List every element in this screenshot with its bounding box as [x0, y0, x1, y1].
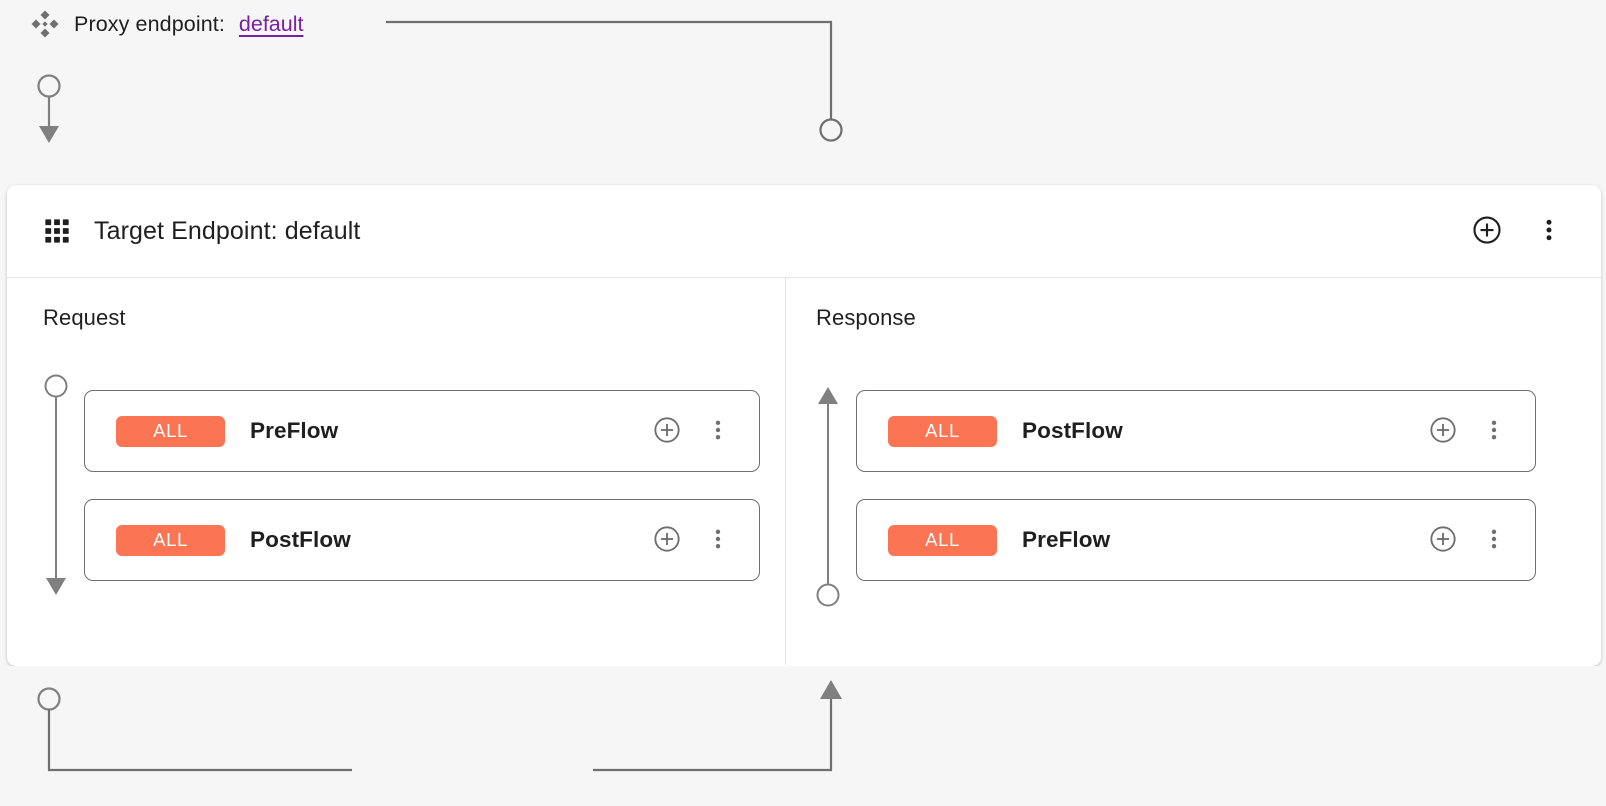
flow-card-actions: [1428, 416, 1519, 446]
plus-circle-icon: [653, 525, 681, 556]
proxy-endpoint-link[interactable]: default: [238, 11, 304, 36]
add-policy-button[interactable]: [1471, 215, 1503, 247]
response-column-title: Response: [816, 305, 916, 330]
flow-card-response-postflow[interactable]: ALL PostFlow: [856, 390, 1536, 472]
flow-card-response-preflow[interactable]: ALL PreFlow: [856, 499, 1536, 581]
more-options-button[interactable]: [1533, 215, 1565, 247]
backend-connector-area: Backend service: [0, 666, 1606, 806]
plus-circle-icon: [1429, 416, 1457, 447]
plus-circle-icon: [1472, 215, 1502, 248]
flow-card-request-preflow[interactable]: ALL PreFlow: [84, 390, 760, 472]
more-vert-icon: [706, 418, 730, 445]
flow-card-actions: [1428, 525, 1519, 555]
more-options-button[interactable]: [703, 416, 733, 446]
plus-circle-icon: [653, 416, 681, 447]
request-flow-arrow: [46, 578, 66, 595]
target-endpoint-inbound-node: [819, 118, 843, 142]
request-flow-list: ALL PreFlow: [84, 390, 760, 608]
proxy-endpoint-header: Proxy endpoint: default: [30, 6, 303, 42]
more-options-button[interactable]: [1479, 525, 1509, 555]
proxy-endpoint-label: Proxy endpoint:: [74, 11, 225, 36]
target-endpoint-header: Target Endpoint: default: [7, 185, 1601, 278]
status-badge: ALL: [116, 524, 225, 556]
more-vert-icon: [1482, 527, 1506, 554]
backend-inbound-arrow: [820, 680, 842, 699]
plus-circle-icon: [1429, 525, 1457, 556]
more-options-button[interactable]: [1479, 416, 1509, 446]
proxy-outbound-node: [37, 74, 61, 98]
response-flow-arrow: [818, 387, 838, 404]
response-flow-rail: [816, 387, 840, 607]
more-vert-icon: [1482, 418, 1506, 445]
more-vert-icon: [706, 527, 730, 554]
flow-columns: Request ALL PreFlow: [7, 278, 1601, 665]
proxy-diamond-icon: [30, 9, 60, 39]
flow-card-actions: [652, 525, 743, 555]
status-badge: ALL: [116, 415, 225, 447]
status-badge: ALL: [888, 524, 997, 556]
page-title: Target Endpoint: default: [94, 216, 361, 245]
target-to-backend-connector: [47, 709, 352, 772]
request-column-title: Request: [43, 305, 126, 330]
backend-to-target-connector: [593, 693, 833, 772]
response-outbound-node: [816, 583, 840, 607]
request-flow-rail: [44, 374, 68, 595]
more-vert-icon: [1536, 217, 1562, 246]
target-endpoint-panel: Target Endpoint: default: [7, 185, 1601, 666]
flow-name: PostFlow: [1022, 418, 1123, 443]
flow-name: PreFlow: [1022, 527, 1111, 552]
add-policy-button[interactable]: [1428, 525, 1458, 555]
request-column: Request ALL PreFlow: [7, 278, 786, 665]
add-policy-button[interactable]: [652, 416, 682, 446]
target-endpoint-outbound-node: [37, 687, 61, 711]
request-inbound-node: [44, 374, 68, 398]
backend-connectors: [37, 680, 842, 772]
add-policy-button[interactable]: [1428, 416, 1458, 446]
status-badge: ALL: [888, 415, 997, 447]
proxy-endpoint-area: Proxy endpoint: default: [0, 0, 1606, 185]
add-policy-button[interactable]: [652, 525, 682, 555]
flow-name: PreFlow: [250, 418, 339, 443]
flow-card-request-postflow[interactable]: ALL PostFlow: [84, 499, 760, 581]
proxy-to-target-connector: [37, 20, 843, 143]
grid-3x3-icon: [43, 217, 71, 245]
response-column: Response ALL PostFlow: [786, 278, 1601, 665]
more-options-button[interactable]: [703, 525, 733, 555]
response-flow-list: ALL PostFlow: [856, 390, 1536, 608]
flow-name: PostFlow: [250, 527, 351, 552]
flow-card-actions: [652, 416, 743, 446]
target-endpoint-header-actions: [1471, 215, 1577, 247]
